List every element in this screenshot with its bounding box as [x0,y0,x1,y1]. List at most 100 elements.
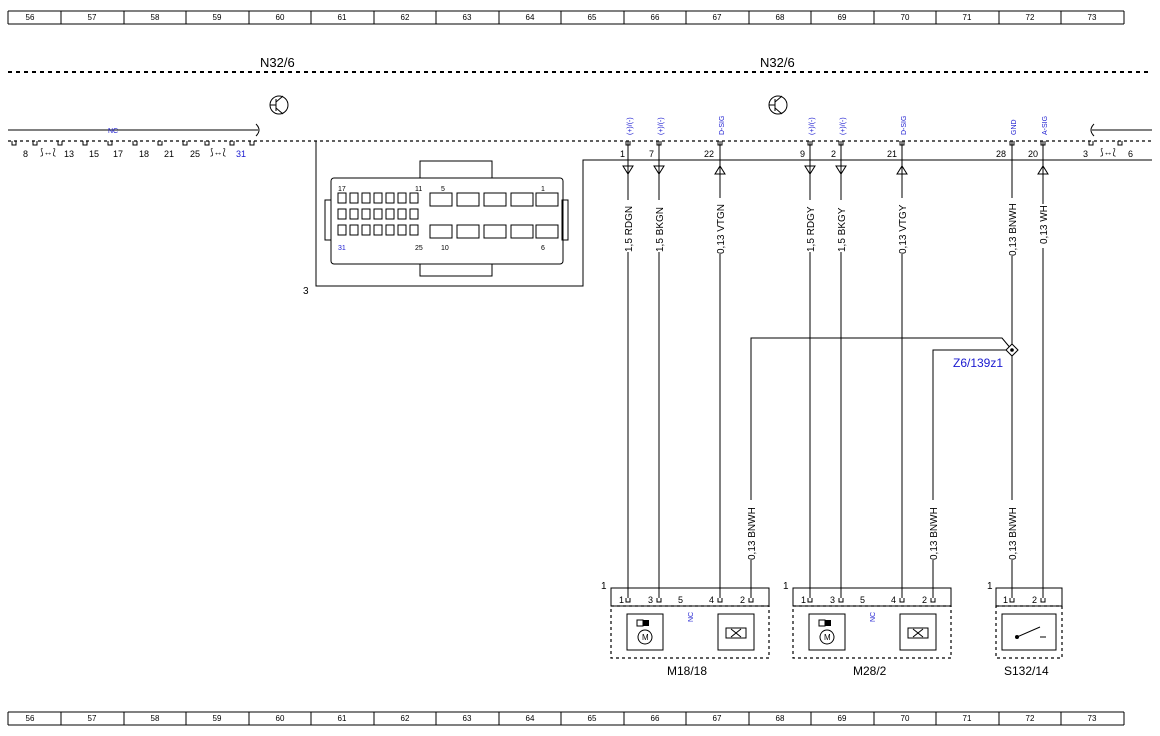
connector-pin-label: 3 [303,286,309,297]
svg-text:31: 31 [338,245,346,252]
motor-icon: M [808,613,846,651]
bottom-grid-ruler: 56 57 58 59 60 61 62 63 64 65 66 67 68 6… [7,711,1125,726]
pin-number: 21 [164,149,174,159]
wire-label: 1,5 RDGN [624,206,635,252]
motor-icon: M [626,613,664,651]
grid-num: 73 [1088,13,1097,22]
grid-num: 68 [776,714,785,723]
svg-text:10: 10 [441,245,449,252]
svg-text:5: 5 [860,595,865,605]
component-s132-14: 1 1 2 S132/14 [987,581,1063,678]
wire-labels: 1,5 RDGN 1,5 BKGN 0,13 VTGN 1,5 RDGY 1,5… [622,198,1050,560]
component-label: M28/2 [853,664,887,678]
pin-number: 8 [23,149,28,159]
pin-signal: D-SIG [901,116,908,135]
svg-text:NC: NC [870,612,877,622]
ecu-label-right: N32/6 [760,55,795,70]
svg-text:NC: NC [688,612,695,622]
wire-label: 1,5 BKGY [837,207,848,252]
svg-text:⟆↔⟅: ⟆↔⟅ [40,147,57,157]
pin-number: 20 [1028,149,1038,159]
grid-num: 71 [963,714,972,723]
wire-label: 0,13 WH [1039,205,1050,244]
grid-num: 56 [26,714,35,723]
pin-number: 6 [1128,149,1133,159]
pin-number: 21 [887,149,897,159]
svg-text:3: 3 [830,595,835,605]
pin-number: 2 [831,149,836,159]
pin-number: 22 [704,149,714,159]
wire-label: 1,5 RDGY [806,206,817,252]
grid-num: 60 [276,714,285,723]
grid-num: 62 [401,714,410,723]
pin-number: 25 [190,149,200,159]
svg-text:2: 2 [1032,595,1037,605]
pin-signal: (+)/(-) [627,117,634,135]
ecu-pins: (+)/(-) (+)/(-) D-SIG (+)/(-) (+)/(-) D-… [620,116,1049,159]
svg-text:⟆↔⟅: ⟆↔⟅ [1100,147,1117,157]
ecu-label-left: N32/6 [260,55,295,70]
actuator-icon [899,613,937,651]
wire-label: 0,13 BNWH [1008,203,1019,256]
svg-text:4: 4 [709,595,714,605]
grid-num: 67 [713,13,722,22]
wire-label: 0,13 BNWH [747,507,758,560]
pin-signal: (+)/(-) [840,117,847,135]
grid-num: 70 [901,714,910,723]
svg-text:11: 11 [415,186,422,193]
connector-face: 17 11 5 1 31 25 10 6 [324,160,569,277]
pin-number: 3 [1083,149,1088,159]
component-label: S132/14 [1004,664,1049,678]
grid-num: 59 [213,13,222,22]
grid-num: 72 [1026,13,1035,22]
transistor-icon [768,95,788,115]
svg-text:17: 17 [338,186,346,193]
grid-num: 57 [88,13,97,22]
svg-text:4: 4 [891,595,896,605]
switch-icon [1001,613,1057,651]
wire-label: 0,13 VTGN [716,204,727,254]
nc-label: NC [108,128,118,135]
grid-num: 58 [151,714,160,723]
grid-num: 69 [838,714,847,723]
component-label: M18/18 [667,664,707,678]
wire-label: 0,13 VTGY [898,204,909,254]
grid-num: 73 [1088,714,1097,723]
grid-num: 60 [276,13,285,22]
svg-text:1: 1 [541,186,545,193]
grid-num: 70 [901,13,910,22]
pin-signal: (+)/(-) [658,117,665,135]
connector-box [315,141,1152,287]
grid-num: 72 [1026,714,1035,723]
grid-num: 63 [463,714,472,723]
grid-num: 61 [338,13,347,22]
grid-num: 66 [651,13,660,22]
svg-text:25: 25 [415,245,423,252]
grid-num: 62 [401,13,410,22]
svg-text:1: 1 [801,595,806,605]
pin-number: 1 [620,149,625,159]
pin-signal: GND [1011,119,1018,135]
pin-number: 7 [649,149,654,159]
actuator-icon [717,613,755,651]
svg-text:5: 5 [678,595,683,605]
pin-number: 18 [139,149,149,159]
pin-number: 15 [89,149,99,159]
grid-num: 69 [838,13,847,22]
grid-num: 64 [526,714,535,723]
grid-num: 64 [526,13,535,22]
svg-text:2: 2 [922,595,927,605]
grid-num: 58 [151,13,160,22]
svg-text:M: M [824,633,831,642]
transistor-icon [269,95,289,115]
pin-number: 28 [996,149,1006,159]
splice-point: Z6/139z1 [953,343,1019,370]
wire-label: 0,13 BNWH [929,507,940,560]
svg-text:⟆↔⟅: ⟆↔⟅ [210,147,227,157]
svg-text:1: 1 [601,581,607,592]
component-m28-2: 1 1 3 5 4 2 NC M M28/2 [783,581,952,678]
splice-label: Z6/139z1 [953,356,1003,370]
grid-num: 65 [588,13,597,22]
pin-number: 31 [236,149,246,159]
